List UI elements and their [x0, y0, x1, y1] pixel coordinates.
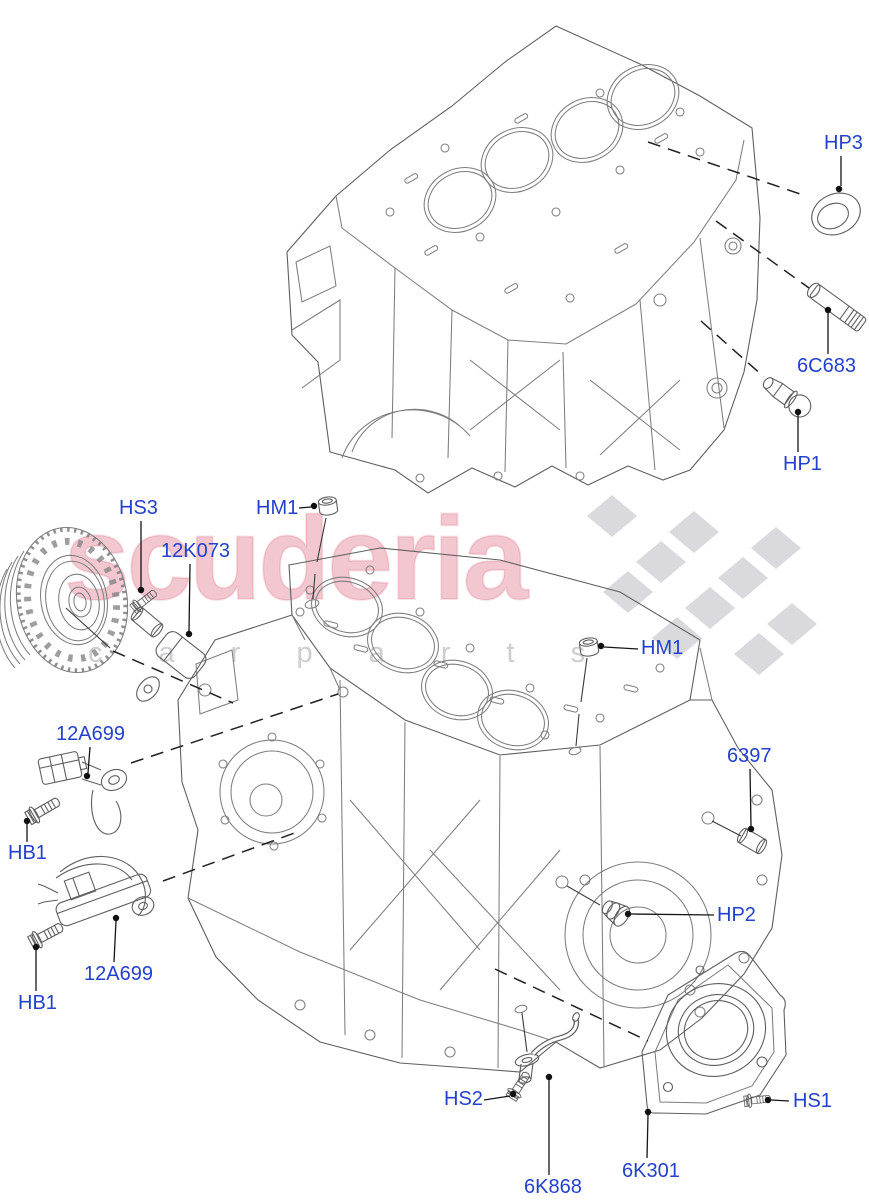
- oil-jet-6k868-drawing: [514, 1012, 580, 1084]
- part-label-12k073[interactable]: 12K073: [161, 540, 230, 562]
- part-label-hm1-front[interactable]: HM1: [256, 497, 299, 519]
- part-label-12a699-lower[interactable]: 12A699: [84, 963, 153, 985]
- label-leader-lines: [26, 156, 842, 1175]
- dowel-6397-drawing: [736, 827, 768, 855]
- part-label-6k868[interactable]: 6K868: [524, 1176, 582, 1198]
- part-label-hs1[interactable]: HS1: [793, 1090, 832, 1112]
- hp3-seal-ring-drawing: [811, 192, 861, 236]
- part-label-hp3[interactable]: HP3: [824, 132, 863, 154]
- hp1-plug-drawing: [762, 377, 812, 418]
- part-label-hs3[interactable]: HS3: [119, 497, 158, 519]
- engine-block-upper-drawing: [286, 25, 761, 494]
- part-label-6k301[interactable]: 6K301: [622, 1160, 680, 1182]
- part-label-6c683[interactable]: 6C683: [797, 355, 856, 377]
- hp2-plug-drawing: [601, 900, 631, 927]
- part-label-hm1-rear[interactable]: HM1: [641, 637, 684, 659]
- crank-pulley-drawing: [0, 526, 129, 674]
- leader-dots: [23, 185, 843, 1116]
- watermark-tagline-text: c a r p a r t s: [88, 637, 610, 669]
- thin-reference-lines: [65, 517, 742, 1053]
- alignment-dashed-lines: [112, 141, 810, 1042]
- part-label-hs2[interactable]: HS2: [444, 1088, 483, 1110]
- knock-sensor-lower-drawing: [37, 855, 155, 927]
- part-label-12a699-upper[interactable]: 12A699: [56, 723, 125, 745]
- part-label-hp1[interactable]: HP1: [783, 453, 822, 475]
- part-label-hb1-upper[interactable]: HB1: [8, 842, 47, 864]
- crank-sensor-12k073-drawing: [130, 606, 207, 702]
- knock-sensor-upper-drawing: [37, 751, 128, 835]
- part-label-hb1-lower[interactable]: HB1: [18, 992, 57, 1014]
- part-label-hp2[interactable]: HP2: [717, 904, 756, 926]
- part-label-6397[interactable]: 6397: [727, 745, 772, 767]
- 6c683-tube-drawing: [806, 282, 867, 332]
